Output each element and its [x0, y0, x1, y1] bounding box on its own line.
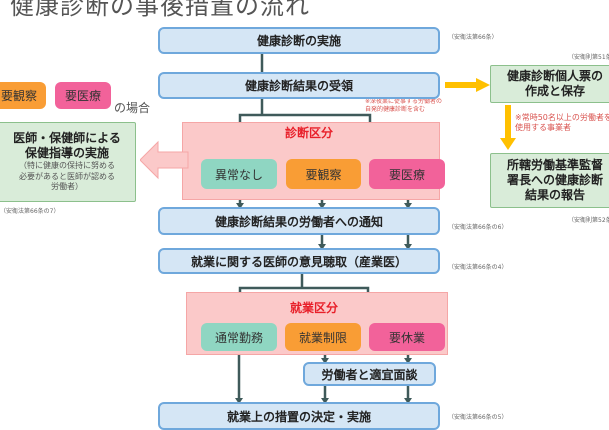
category-normal-work: 通常勤務 [201, 323, 277, 351]
record-line-1: 健康診断個人票の [506, 69, 603, 83]
diagnosis-note: ※深夜業に従事する労働者の自発的健康診断を含む [365, 98, 443, 113]
category-observation: 要観察 [286, 159, 361, 189]
legend-treatment-badge: 要医療 [55, 82, 111, 109]
report-line-2: 署長への健康診断 [506, 173, 603, 187]
ref-opinion: （安衛法第66条の4） [448, 264, 508, 271]
ref-report: （安衛則第52条） [568, 217, 609, 224]
report-line-1: 所轄労働基準監督 [506, 158, 603, 172]
ref-notify: （安衛法第66条の6） [448, 224, 508, 231]
guidance-title-1: 医師・保健師による [13, 131, 121, 146]
report-box: 所轄労働基準監督 署長への健康診断 結果の報告 [490, 153, 609, 208]
guidance-sub: （特に健康の保持に努める必要があると医師が認める労働者） [19, 161, 115, 192]
category-treatment: 要医療 [369, 159, 445, 189]
category-work-restriction: 就業制限 [285, 323, 361, 351]
legend-suffix: の場合 [114, 101, 151, 115]
ref-guidance: （安衛法第66条の7） [0, 208, 60, 215]
ref-exam: （安衛法第66条） [448, 34, 498, 41]
diagnosis-title: 診断区分 [285, 126, 334, 140]
record-line-2: 作成と保存 [524, 84, 585, 98]
report-line-3: 結果の報告 [524, 188, 585, 202]
category-normal: 異常なし [201, 159, 277, 189]
report-note: ※常時50名以上の労働者を使用する事業者 [515, 113, 609, 133]
page-title: 健康診断の事後措置の流れ [10, 0, 310, 20]
record-box: 健康診断個人票の 作成と保存 [490, 65, 609, 103]
step-exam: 健康診断の実施 [158, 27, 440, 54]
guidance-title-2: 保健指導の実施 [24, 146, 109, 161]
step-interview: 労働者と適宜面談 [303, 362, 436, 386]
step-receipt: 健康診断結果の受領 [158, 72, 440, 99]
employment-title: 就業区分 [290, 301, 339, 315]
ref-record: （安衛則第51条） [568, 54, 609, 61]
category-leave: 要休業 [369, 323, 445, 351]
left-pink-arrow [140, 140, 189, 180]
step-notify: 健康診断結果の労働者への通知 [158, 207, 440, 235]
legend-observation-badge: 要観察 [0, 82, 46, 109]
step-decision: 就業上の措置の決定・実施 [158, 402, 440, 430]
step-opinion: 就業に関する医師の意見聴取（産業医） [158, 248, 440, 274]
guidance-box: 医師・保健師による 保健指導の実施 （特に健康の保持に努める必要があると医師が認… [0, 122, 136, 202]
